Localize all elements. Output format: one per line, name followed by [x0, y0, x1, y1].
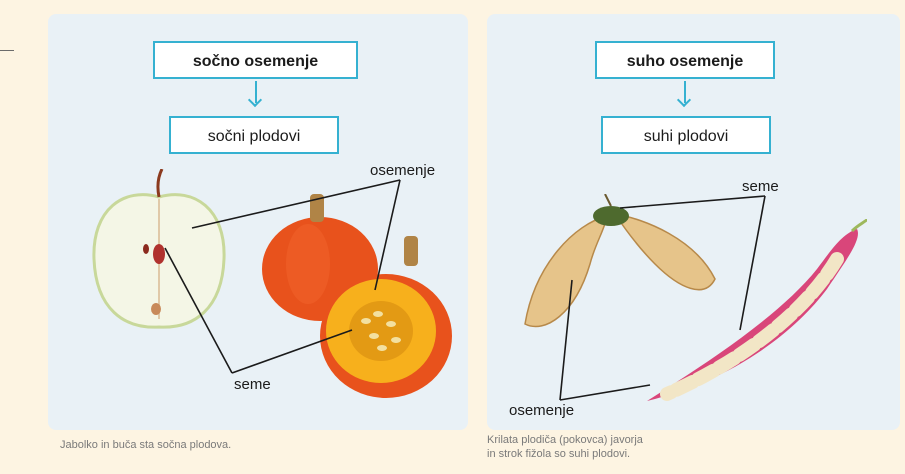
juicy-fruits-box: sočni plodovi [169, 116, 339, 154]
bean-pod-image [627, 219, 867, 409]
apple-half-image [84, 169, 234, 339]
caption-left: Jabolko in buča sta sočna plodova. [60, 438, 231, 452]
dry-fruits-panel: suho osemenje suhi plodovi seme osemenje [487, 14, 900, 430]
arrow-down-icon [255, 81, 257, 103]
juicy-pericarp-box: sočno osemenje [153, 41, 358, 79]
dry-fruits-box: suhi plodovi [601, 116, 771, 154]
caption-right-line1: Krilata plodiča (pokovca) javorja [487, 433, 643, 447]
caption-right: Krilata plodiča (pokovca) javorja in str… [487, 433, 643, 461]
caption-right-line2: in strok fižola so suhi plodovi. [487, 447, 643, 461]
label-osemenje-left: osemenje [370, 162, 435, 179]
arrow-down-icon [684, 81, 686, 103]
label-seme-left: seme [234, 376, 271, 393]
label-osemenje-right: osemenje [509, 402, 574, 419]
label-seme-right: seme [742, 178, 779, 195]
dry-pericarp-box: suho osemenje [595, 41, 775, 79]
margin-rule [0, 50, 14, 51]
pumpkin-half-image [316, 236, 456, 406]
juicy-fruits-panel: sočno osemenje sočni plodovi osemenje se… [48, 14, 468, 430]
